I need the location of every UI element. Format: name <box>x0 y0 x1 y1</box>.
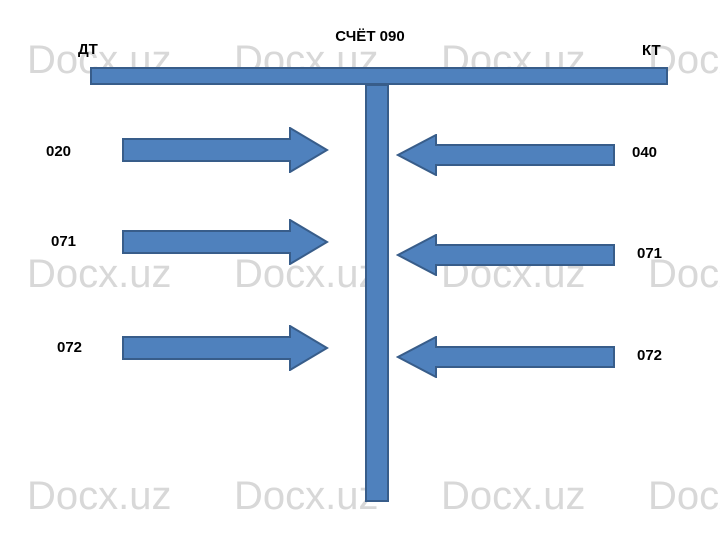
watermark: Docx.uz <box>234 252 379 296</box>
credit-header: КТ <box>642 42 661 59</box>
watermark: Docx.uz <box>648 474 720 518</box>
credit-entry-label: 040 <box>632 144 658 161</box>
watermark: Docx.uz <box>27 474 172 518</box>
arrow-right-icon <box>122 325 329 371</box>
debit-entry-label: 071 <box>51 233 77 250</box>
arrow-left-icon <box>396 336 615 378</box>
watermark: Docx.uz <box>441 474 586 518</box>
t-account-top-bar <box>90 67 668 85</box>
arrow-left-icon <box>396 234 615 276</box>
watermark: Docx.uz <box>648 252 720 296</box>
account-title: СЧЁТ 090 <box>335 28 405 45</box>
t-account-divider-bar <box>365 84 389 502</box>
debit-entry-label: 020 <box>46 143 72 160</box>
watermark: Docx.uz <box>234 474 379 518</box>
arrow-left-icon <box>396 134 615 176</box>
arrow-right-icon <box>122 127 329 173</box>
watermark: Docx.uz <box>27 252 172 296</box>
debit-entry-label: 072 <box>57 339 83 356</box>
credit-entry-label: 071 <box>637 245 663 262</box>
debit-header: ДТ <box>78 41 98 58</box>
credit-entry-label: 072 <box>637 347 663 364</box>
arrow-right-icon <box>122 219 329 265</box>
